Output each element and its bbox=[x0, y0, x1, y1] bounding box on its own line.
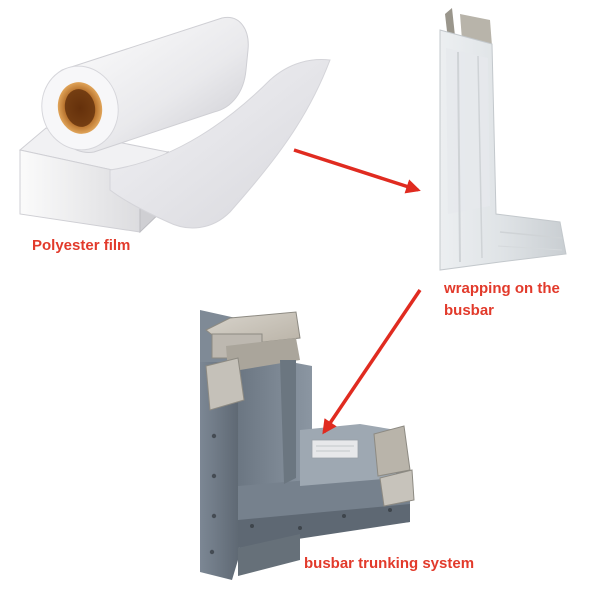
arrow-film-to-busbar bbox=[293, 148, 421, 194]
busbar-trunking-label: busbar trunking system bbox=[304, 555, 475, 572]
polyester-film-roll-image bbox=[18, 16, 331, 234]
arrow-busbar-to-trunking bbox=[322, 289, 422, 435]
wrapping-label-line-1: wrapping on the bbox=[444, 280, 560, 297]
busbar-trunking-image bbox=[200, 310, 415, 580]
wrapping-label-line-2: busbar bbox=[444, 302, 495, 319]
polyester-film-label: Polyester film bbox=[32, 237, 131, 254]
wrapped-busbar-image bbox=[439, 8, 567, 271]
